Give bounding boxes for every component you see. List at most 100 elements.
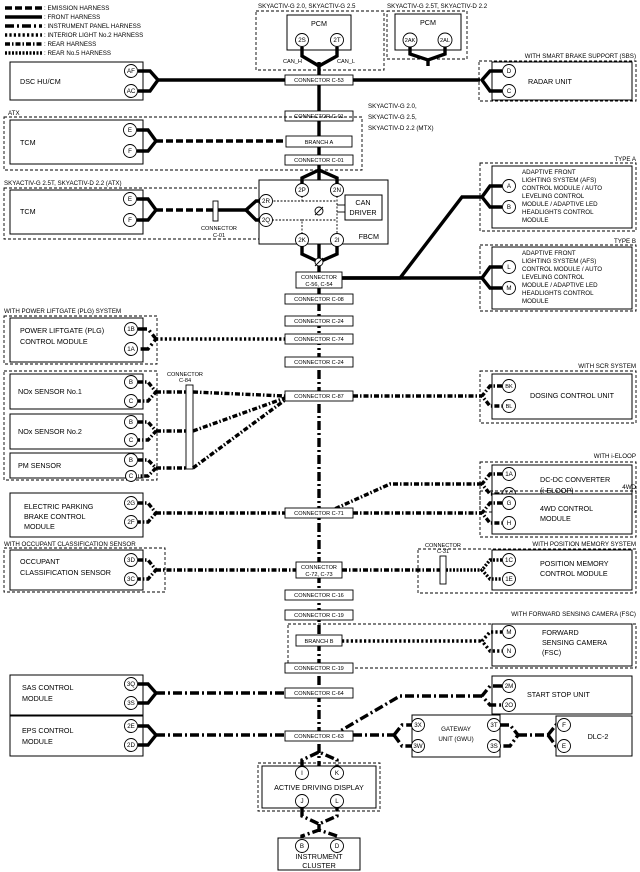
dsc-label: DSC HU/CM (20, 77, 61, 86)
active-driving-display (261, 765, 377, 809)
svg-text:C: C (507, 88, 512, 95)
occupant-classification-sensor (9, 549, 144, 591)
svg-text:LEVELING CONTROL: LEVELING CONTROL (522, 193, 585, 200)
connector-c01-b (284, 154, 354, 166)
fsc-group: CONNECTOR C-16 CONNECTOR C-19 WITH FORWA… (284, 589, 637, 674)
svg-text:4WD CONTROL: 4WD CONTROL (540, 504, 593, 513)
svg-text:D: D (335, 843, 340, 850)
svg-text:FORWARD: FORWARD (542, 628, 579, 637)
svg-text:MODULE: MODULE (22, 737, 53, 746)
awd-group-label: 4WD (622, 484, 636, 491)
svg-text:ACTIVE DRIVING DISPLAY: ACTIVE DRIVING DISPLAY (274, 783, 364, 792)
svg-text:CONTROL MODULE: CONTROL MODULE (20, 337, 88, 346)
svg-text:LIGHTING SYSTEM (AFS): LIGHTING SYSTEM (AFS) (522, 258, 596, 265)
svg-text:E: E (562, 743, 566, 750)
add-group: ACTIVE DRIVING DISPLAY I K J L (257, 750, 381, 832)
svg-text:DRIVER: DRIVER (349, 208, 376, 217)
svg-text:CONTROL MODULE / AUTO: CONTROL MODULE / AUTO (522, 185, 602, 192)
radar-label: RADAR UNIT (528, 77, 573, 86)
svg-text:CONNECTOR C-53: CONNECTOR C-53 (294, 78, 344, 84)
svg-text:ADAPTIVE FRONT: ADAPTIVE FRONT (522, 169, 576, 176)
svg-text:ADAPTIVE FRONT: ADAPTIVE FRONT (522, 250, 576, 257)
svg-text:MODULE: MODULE (522, 298, 548, 305)
svg-text:AC: AC (127, 88, 136, 95)
svg-text:DLC-2: DLC-2 (588, 732, 609, 741)
connector-c08 (284, 293, 354, 305)
row-c53: DSC HU/CM AF AC WITH SMART BRAKE SUPPORT… (9, 53, 637, 102)
afs-a-group-label: TYPE A (614, 156, 637, 163)
legend: : EMISSION HARNESS : FRONT HARNESS : INS… (5, 5, 143, 57)
svg-text:C-72, C-73: C-72, C-73 (305, 572, 332, 578)
svg-text:CONNECTOR C-01: CONNECTOR C-01 (294, 158, 344, 164)
eps-control-module (9, 715, 144, 757)
svg-text:LEVELING CONTROL: LEVELING CONTROL (522, 274, 585, 281)
plg-group: CONNECTOR C-08 CONNECTOR C-24 WITH POWER… (3, 293, 354, 368)
svg-text:CONTROL MODULE / AUTO: CONTROL MODULE / AUTO (522, 266, 602, 273)
svg-text:BRAKE CONTROL: BRAKE CONTROL (24, 512, 86, 521)
svg-text:CONNECTOR C-16: CONNECTOR C-16 (294, 593, 344, 599)
mtx-note-2: SKYACTIV-G 2.5, (368, 114, 417, 121)
svg-text:2R: 2R (262, 198, 270, 205)
svg-text:3C: 3C (127, 576, 135, 583)
svg-text:CONNECTOR: CONNECTOR (167, 372, 203, 378)
svg-text:ELECTRIC PARKING: ELECTRIC PARKING (24, 502, 94, 511)
svg-text:C: C (129, 398, 134, 405)
pcm-a-can-h: CAN_H (283, 59, 302, 65)
svg-text:OCCUPANT: OCCUPANT (20, 557, 60, 566)
connector-c56-c54 (295, 271, 343, 289)
connector-c53 (284, 74, 354, 86)
plg-module (9, 317, 144, 363)
pcm-b-label: PCM (420, 18, 436, 27)
svg-text:C: C (129, 437, 134, 444)
svg-text:CONNECTOR: CONNECTOR (301, 275, 337, 281)
svg-text:1A: 1A (505, 471, 513, 478)
epb-module (9, 492, 144, 538)
connector-c01-a (284, 110, 354, 122)
svg-text:M: M (506, 285, 511, 292)
scr-group: NOx SENSOR No.1 B C NOx SENSOR No.2 B C … (3, 363, 637, 482)
afs-b (491, 246, 633, 310)
connector-c31 (439, 555, 447, 585)
tcm-atx2-label: TCM (20, 207, 36, 216)
svg-text:3S: 3S (490, 743, 498, 750)
svg-text:F: F (562, 722, 566, 729)
svg-text:START STOP UNIT: START STOP UNIT (527, 690, 590, 699)
svg-text:BL: BL (506, 404, 513, 410)
pcm-a-pin-2t (330, 33, 344, 47)
svg-text:SENSING CAMERA: SENSING CAMERA (542, 638, 607, 647)
afs-group: TYPE A A B ADAPTIVE FRONT LIGHTING SYSTE… (295, 156, 637, 312)
legend-front-label: : FRONT HARNESS (44, 14, 100, 21)
legend-instrument-label: : INSTRUMENT PANEL HARNESS (44, 23, 141, 30)
svg-text:2AK: 2AK (405, 38, 416, 44)
svg-text:D: D (507, 68, 512, 75)
svg-text:2P: 2P (298, 187, 306, 194)
plg-group-label: WITH POWER LIFTGATE (PLG) SYSTEM (4, 308, 121, 315)
svg-text:C-56, C-54: C-56, C-54 (305, 282, 332, 288)
svg-text:CONNECTOR C-19: CONNECTOR C-19 (294, 613, 344, 619)
svg-text:M: M (506, 629, 511, 636)
svg-text:1B: 1B (127, 326, 135, 333)
tcm-atx-label: TCM (20, 138, 36, 147)
svg-text:F: F (128, 217, 132, 224)
dosing-control-unit (491, 373, 633, 420)
pcm-b-group: SKYACTIV-G 2.5T, SKYACTIV-D 2.2 PCM 2AK … (386, 3, 488, 66)
svg-text:I: I (301, 770, 303, 777)
legend-rear-label: : REAR HARNESS (44, 41, 96, 48)
svg-text:1A: 1A (127, 346, 135, 353)
legend-emission-label: : EMISSION HARNESS (44, 5, 109, 12)
tcm-atx-group: CONNECTOR C-01 SKYACTIV-G 2.0, SKYACTIV-… (3, 103, 434, 171)
svg-text:CLASSIFICATION SENSOR: CLASSIFICATION SENSOR (20, 568, 111, 577)
connector-c01-inline (212, 200, 219, 222)
pcm-a-label: PCM (311, 19, 327, 28)
svg-text:MODULE / ADAPTIVE LED: MODULE / ADAPTIVE LED (522, 201, 598, 208)
svg-text:CONNECTOR C-24: CONNECTOR C-24 (294, 319, 344, 325)
connector-c74 (284, 333, 354, 345)
gateway-unit (411, 714, 501, 758)
svg-text:BRANCH A: BRANCH A (305, 140, 334, 146)
svg-text:3W: 3W (413, 743, 422, 750)
svg-text:2Q: 2Q (262, 217, 270, 224)
instrument-cluster (277, 837, 361, 871)
svg-text:2D: 2D (127, 742, 135, 749)
svg-text:CLUSTER: CLUSTER (302, 861, 336, 870)
